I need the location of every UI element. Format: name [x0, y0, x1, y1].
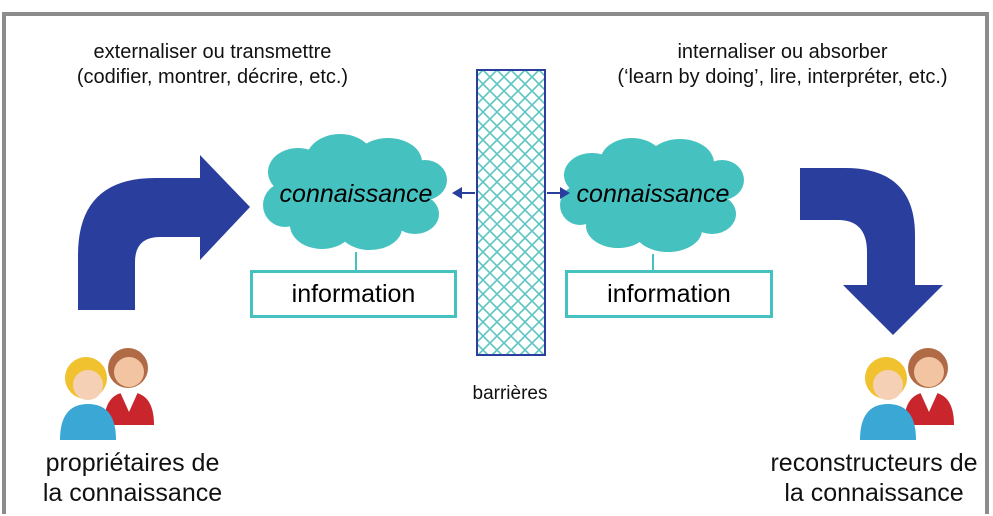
owners-label: propriétaires de la connaissance: [10, 448, 255, 508]
owners-label-line1: propriétaires de: [45, 449, 220, 477]
right-cloud-label: connaissance: [576, 180, 730, 208]
owners-people-icon: [60, 348, 154, 440]
barrier-wall: [476, 69, 546, 356]
left-information-label: information: [291, 279, 416, 308]
left-small-arrow: [452, 187, 475, 199]
right-small-arrow: [547, 187, 570, 199]
right-knowledge-cloud: [560, 138, 744, 252]
rebuilders-label: reconstructeurs de la connaissance: [758, 448, 990, 508]
right-caption-line2: (‘learn by doing’, lire, interpréter, et…: [617, 66, 948, 88]
left-information-box: information: [250, 270, 457, 318]
left-caption-line2: (codifier, montrer, décrire, etc.): [76, 66, 349, 88]
left-knowledge-cloud: [263, 134, 447, 250]
rebuilders-people-icon: [860, 348, 954, 440]
rebuilders-label-line2: la connaissance: [784, 479, 964, 507]
left-cloud-label: connaissance: [279, 180, 433, 208]
rebuilders-label-line1: reconstructeurs de: [770, 449, 978, 477]
barrier-label: barrières: [472, 383, 548, 404]
right-caption-line1: internaliser ou absorber: [677, 41, 888, 63]
diagram-frame: [2, 12, 989, 514]
absorb-arrow: [800, 168, 943, 335]
right-information-box: information: [565, 270, 773, 318]
right-caption: internaliser ou absorber (‘learn by doin…: [580, 40, 985, 90]
left-caption-line1: externaliser ou transmettre: [93, 41, 332, 63]
transmit-arrow: [78, 155, 250, 310]
left-caption: externaliser ou transmettre (codifier, m…: [60, 40, 365, 90]
right-information-label: information: [607, 279, 731, 308]
owners-label-line2: la connaissance: [42, 479, 223, 507]
